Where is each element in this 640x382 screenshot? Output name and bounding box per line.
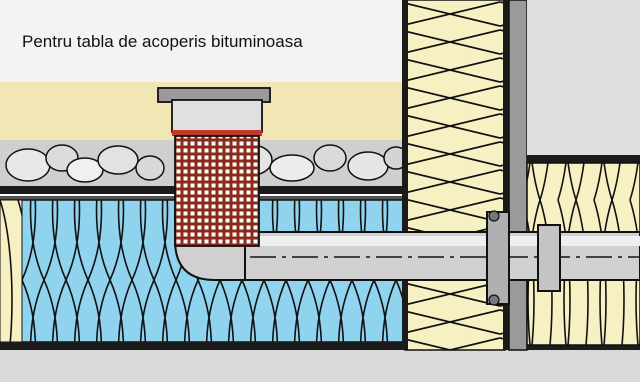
drain-strainer xyxy=(174,135,260,247)
facade-cladding xyxy=(527,0,640,160)
horizontal-drain-pipe xyxy=(239,231,640,281)
roof-drain xyxy=(157,87,271,247)
pipe-sleeve xyxy=(486,210,561,306)
edge-insulation xyxy=(0,199,23,343)
facade-plate xyxy=(508,0,528,351)
sky-area xyxy=(0,0,405,85)
diagram-caption: Pentru tabla de acoperis bituminoasa xyxy=(22,32,303,51)
